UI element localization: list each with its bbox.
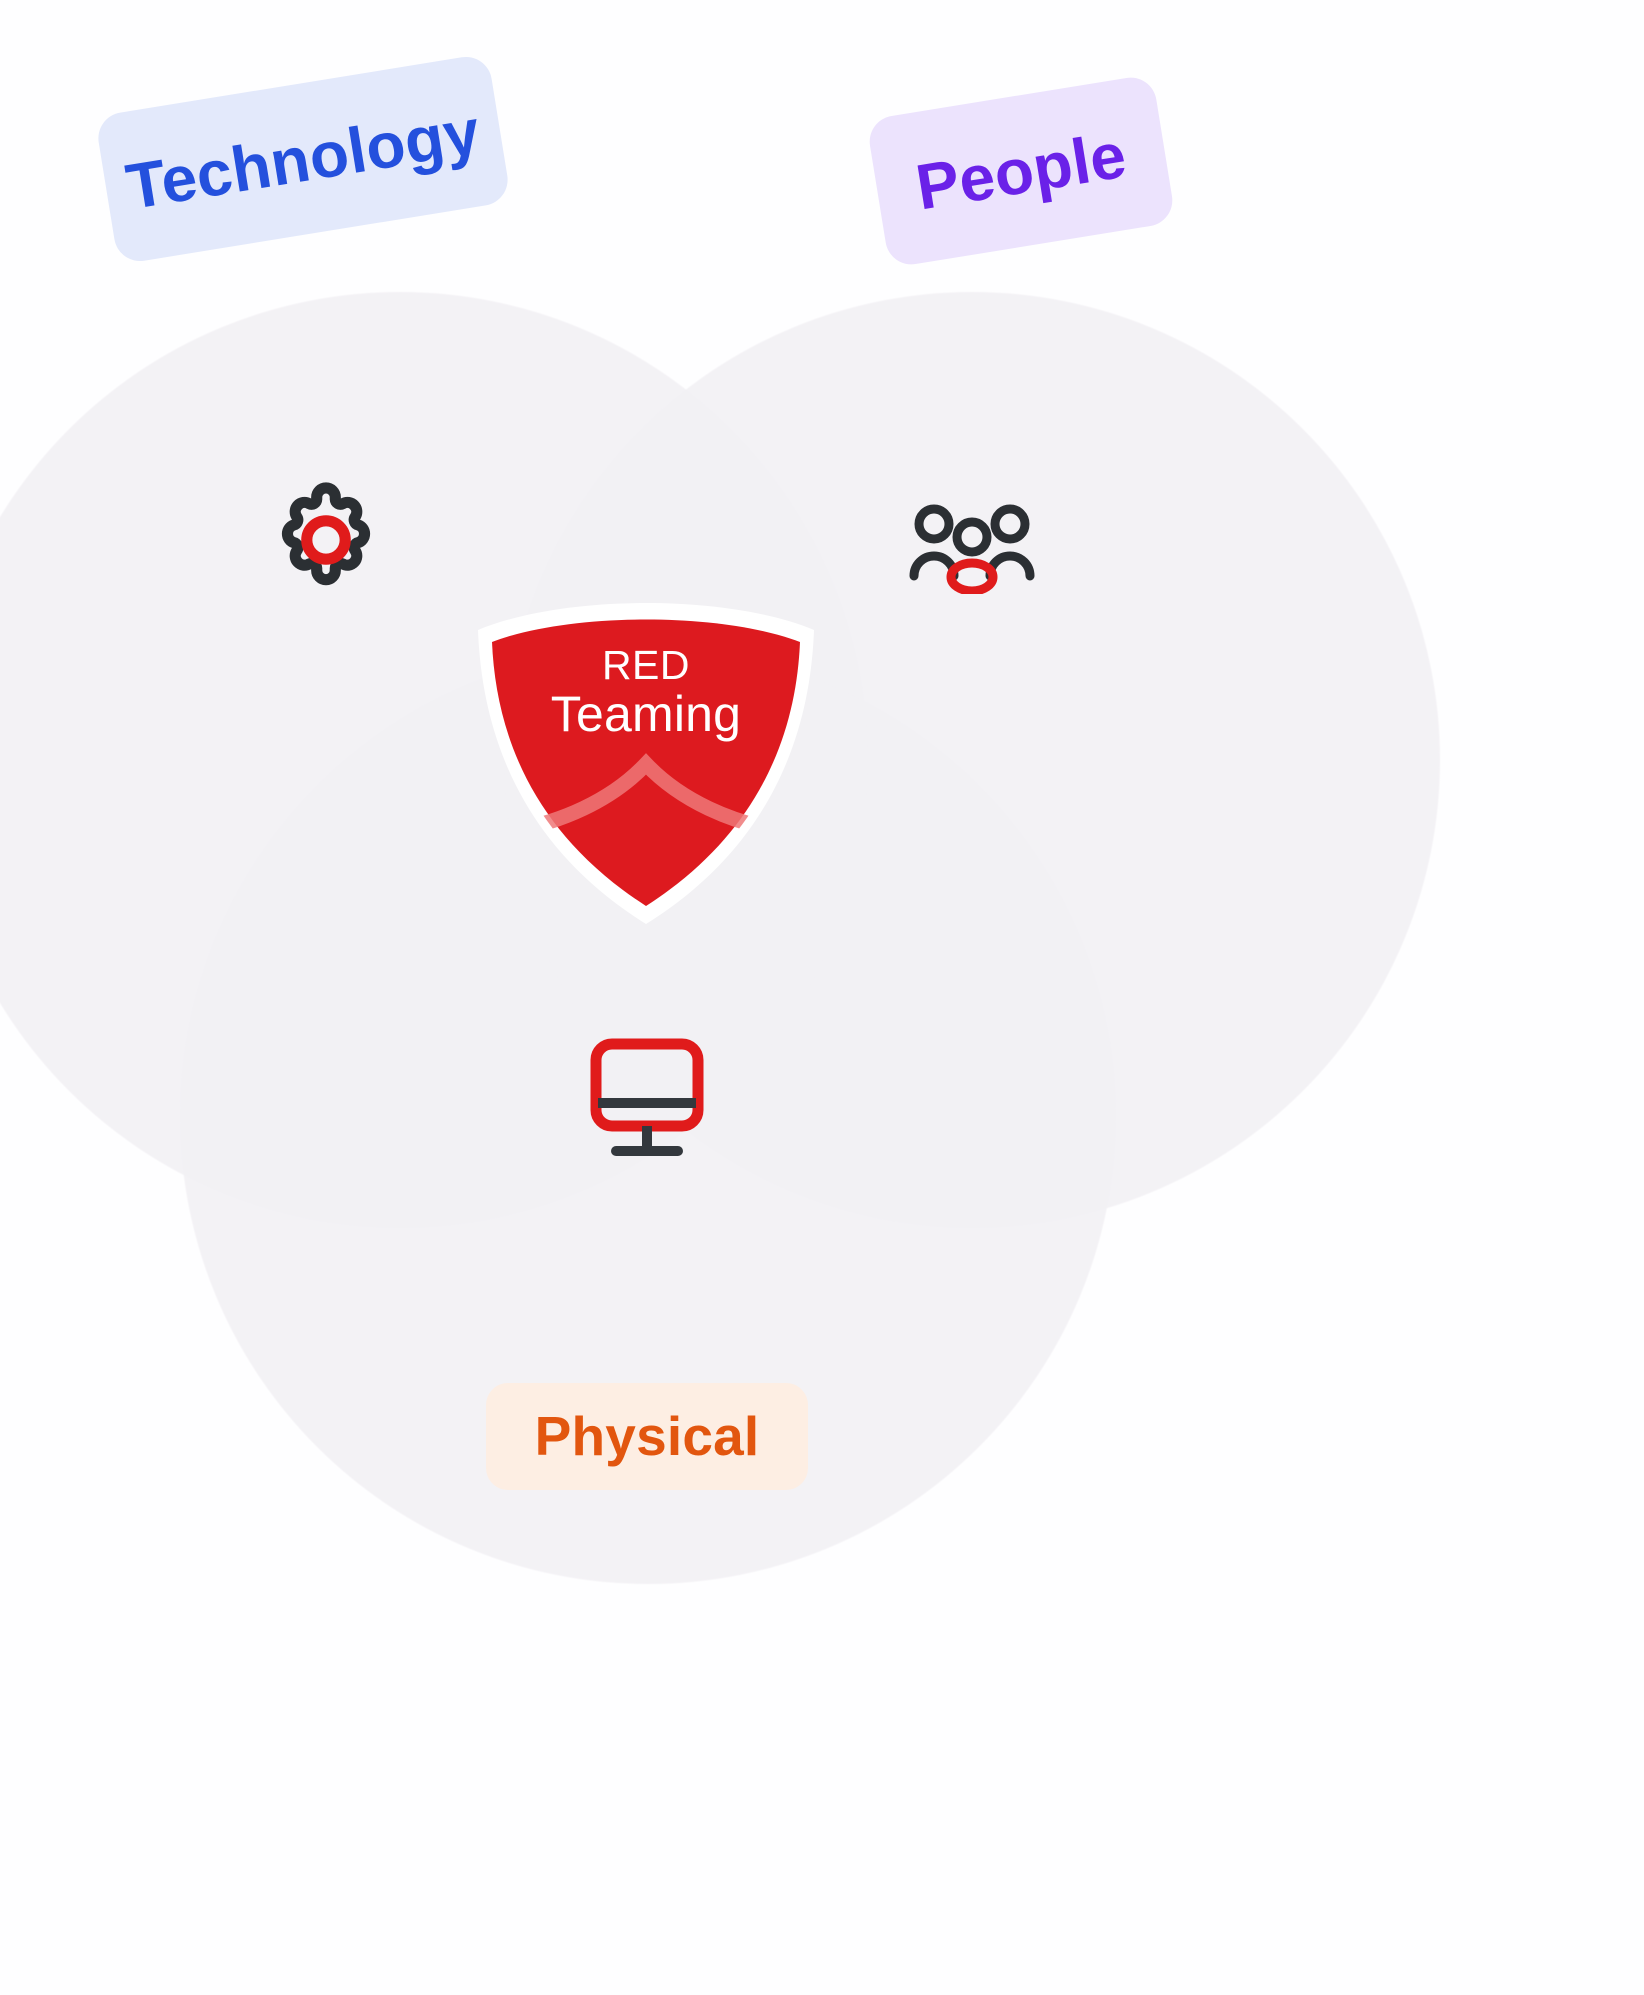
shield-chevron bbox=[496, 753, 796, 840]
people-group-icon bbox=[909, 504, 1035, 594]
shield-graphic bbox=[478, 603, 814, 924]
gear-icon bbox=[281, 482, 371, 586]
people-accent-ellipse bbox=[946, 558, 998, 594]
badge-physical-label: Physical bbox=[534, 1405, 760, 1467]
red-teaming-shield[interactable]: RED Teaming bbox=[476, 602, 816, 924]
badge-people-label: People bbox=[911, 118, 1131, 224]
monitor-icon bbox=[590, 1038, 704, 1156]
badge-technology-label: Technology bbox=[121, 94, 485, 224]
gear-center-ring bbox=[301, 515, 351, 565]
badge-physical[interactable]: Physical bbox=[486, 1383, 808, 1490]
venn-circle-physical[interactable] bbox=[180, 648, 1116, 1584]
